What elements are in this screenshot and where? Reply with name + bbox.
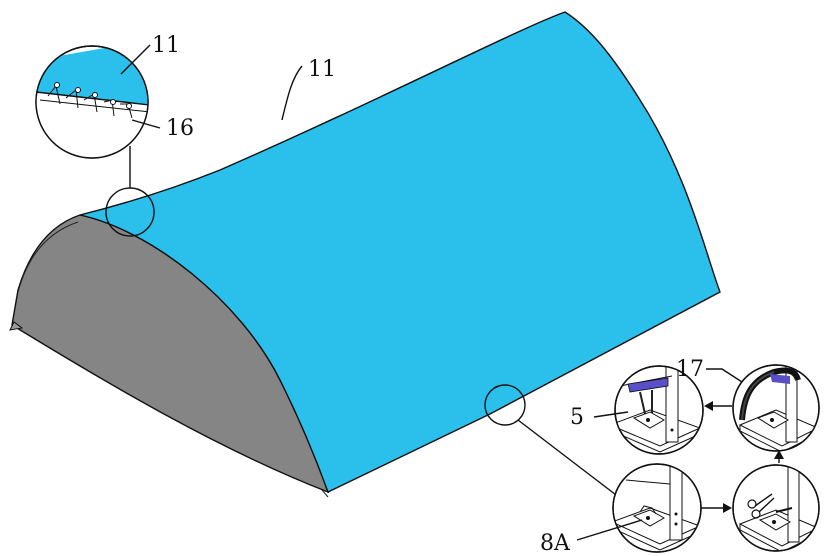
step-arrows <box>701 401 784 513</box>
label-5: 5 <box>570 405 584 430</box>
leader-16 <box>131 119 161 129</box>
scissors-icon <box>747 493 775 519</box>
inset-step-cut <box>732 464 820 552</box>
label-11-inset: 11 <box>152 33 180 58</box>
leader-base <box>517 419 621 499</box>
label-8a: 8A <box>540 531 571 556</box>
label-17: 17 <box>676 357 704 382</box>
leader-17 <box>706 368 743 383</box>
arrow-left-icon <box>704 401 713 411</box>
leader-5 <box>593 411 629 418</box>
inset-step-strap-wrap <box>732 364 820 452</box>
leader-11-inset <box>120 44 151 75</box>
cover-fabric <box>79 11 721 498</box>
label-11-main: 11 <box>308 57 336 82</box>
detail-ring-base <box>484 384 526 426</box>
inset-step-strapped <box>614 365 704 455</box>
leader-8a <box>576 519 643 541</box>
arrow-up-icon <box>774 450 784 459</box>
label-16: 16 <box>166 116 194 141</box>
inset-step-anchor <box>612 463 702 553</box>
inset-fastener-detail <box>35 45 149 159</box>
leader-11-main <box>281 65 303 121</box>
arrow-right-icon <box>723 503 732 513</box>
